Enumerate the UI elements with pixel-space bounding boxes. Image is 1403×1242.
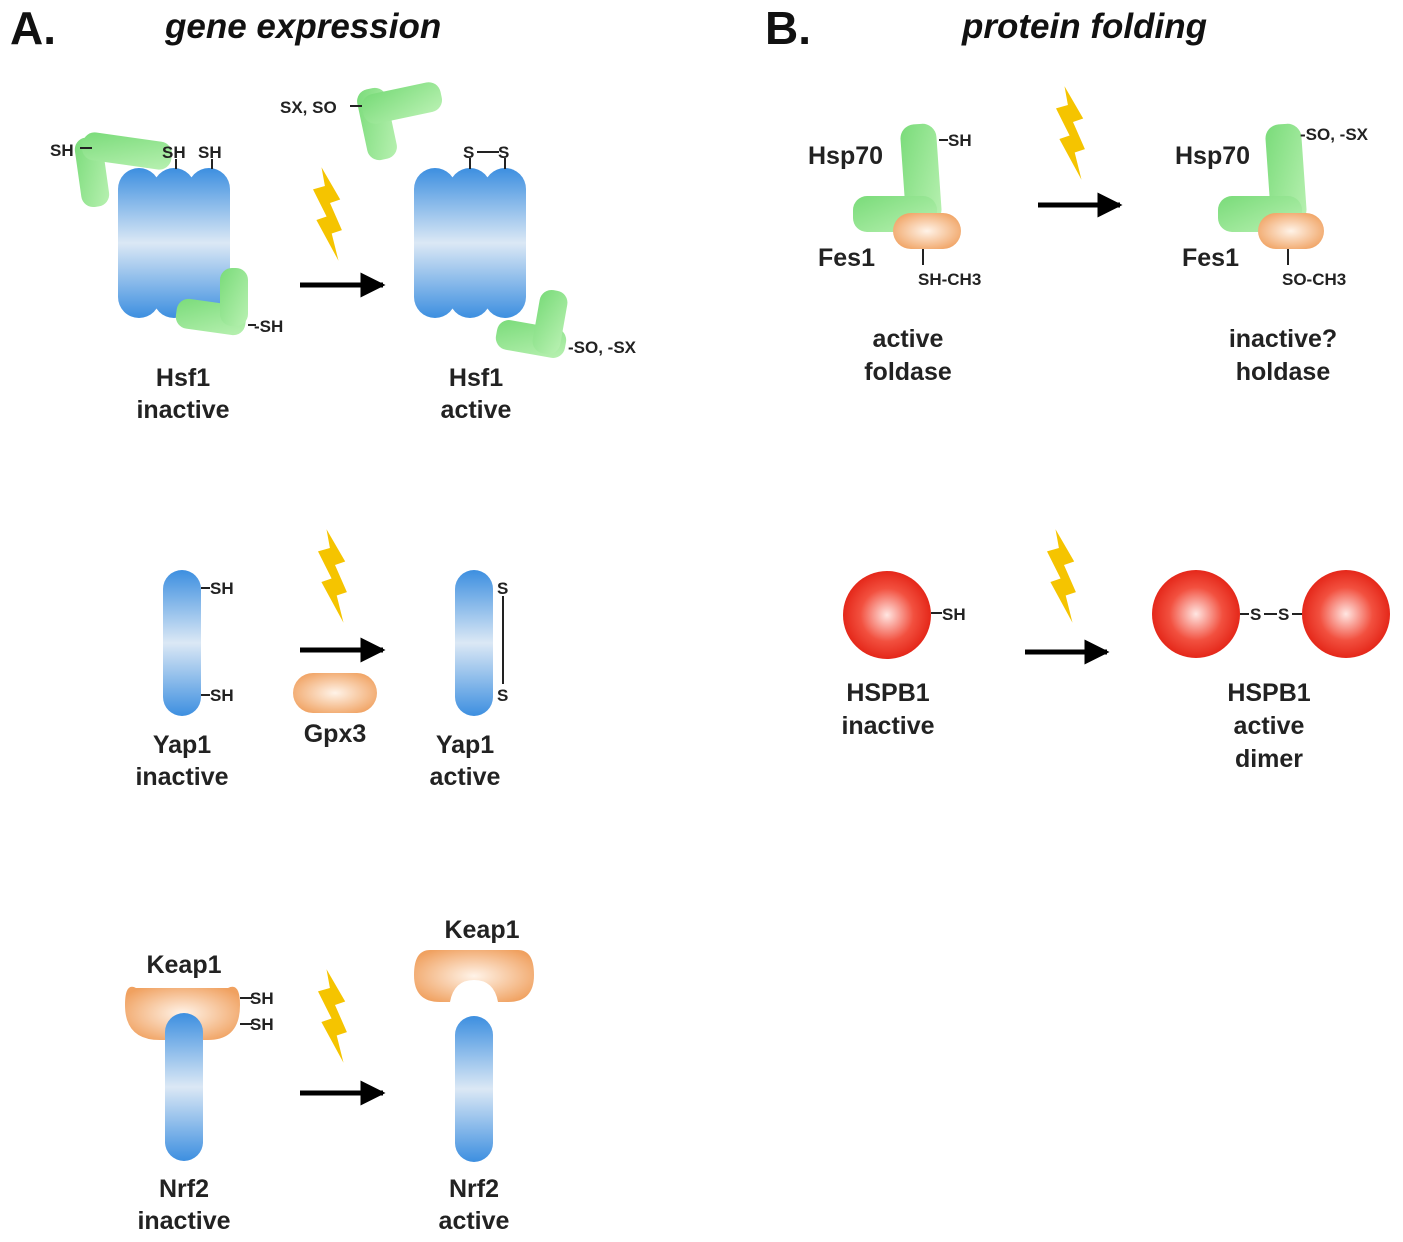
hsf1-active-green-top-h — [361, 82, 443, 124]
yap1-active-name: Yap1 — [436, 731, 494, 759]
hsf1-helix-1 — [118, 168, 160, 318]
yap1-inactive-state: inactive — [135, 763, 228, 791]
hsf1-inactive-name: Hsf1 — [156, 364, 210, 392]
hspb1-sh: SH — [942, 605, 966, 624]
hspb1-active-extra: dimer — [1235, 745, 1303, 773]
hsf1-sh-top1-label: SH — [162, 143, 186, 162]
hsp70-right-line1: inactive? — [1229, 325, 1337, 353]
nrf2-inactive-group: SH SH Keap1 Nrf2 inactive — [125, 951, 274, 1235]
hsf1-active-helix-2 — [449, 168, 491, 318]
lightning-bolt-icon — [1056, 86, 1085, 180]
hspb1-s1: S — [1250, 605, 1261, 624]
hsf1-active-helix-3 — [484, 168, 526, 318]
hspb1-active-group: S S HSPB1 active dimer — [1152, 570, 1390, 773]
hsp70-left-label: Hsp70 — [808, 142, 883, 170]
yap1-sh1: SH — [210, 579, 234, 598]
hsp70-left-line2: foldase — [864, 358, 952, 386]
yap1-sh2: SH — [210, 686, 234, 705]
hsp70-right-ox: -SO, -SX — [1300, 125, 1369, 144]
yap1-active-s2: S — [497, 686, 508, 705]
hsp70-fes1-right-group: -SO, -SX SO-CH3 Hsp70 Fes1 inactive? hol… — [1175, 123, 1369, 386]
hsf1-active-ox-top: SX, SO — [280, 98, 337, 117]
gpx3-enzyme — [293, 673, 377, 713]
hsf1-active-ox-bottom: -SO, -SX — [568, 338, 637, 357]
nrf2-active-helix — [455, 1016, 493, 1162]
yap1-active-group: S S Yap1 active — [430, 570, 508, 791]
gpx3-label: Gpx3 — [304, 720, 367, 748]
hsf1-helix-2 — [153, 168, 195, 318]
yap1-inactive-name: Yap1 — [153, 731, 211, 759]
hspb1-dimer-left — [1152, 570, 1240, 658]
nrf2-inactive-state: inactive — [137, 1207, 230, 1235]
keap1-active-label: Keap1 — [444, 916, 519, 944]
hsf1-active-s2: S — [498, 143, 509, 162]
keap1-sh1: SH — [250, 989, 274, 1008]
fes1-right — [1258, 213, 1324, 249]
hsp70-right-line2: holdase — [1236, 358, 1331, 386]
lightning-bolt-icon — [318, 529, 347, 623]
yap1-inactive-helix — [163, 570, 201, 716]
hsf1-inactive-group: SH SH SH -SH Hsf1 inactive — [50, 132, 283, 424]
hsf1-active-name: Hsf1 — [449, 364, 503, 392]
keap1-sh2: SH — [250, 1015, 274, 1034]
hsf1-sh-top2-label: SH — [198, 143, 222, 162]
hspb1-inactive-group: SH HSPB1 inactive — [841, 571, 966, 740]
fes1-left — [893, 213, 961, 249]
hsf1-active-state: active — [441, 396, 512, 424]
fes1-right-met: SO-CH3 — [1282, 270, 1346, 289]
panel-a-title: gene expression — [164, 7, 441, 46]
fes1-right-label: Fes1 — [1182, 244, 1239, 272]
yap1-inactive-group: SH SH Yap1 inactive — [135, 570, 234, 791]
hspb1-dimer-right — [1302, 570, 1390, 658]
panel-a-letter: A. — [10, 2, 56, 54]
fes1-left-label: Fes1 — [818, 244, 875, 272]
hspb1-active-state: active — [1234, 712, 1305, 740]
hsf1-sh-left-label: SH — [50, 141, 74, 160]
hsp70-left-line1: active — [873, 325, 944, 353]
hsf1-active-s1: S — [463, 143, 474, 162]
hsf1-green-domain-horizontal — [82, 132, 172, 170]
nrf2-inactive-name: Nrf2 — [159, 1175, 209, 1203]
hsf1-active-group: S S SX, SO -SO, -SX Hsf1 active — [280, 82, 637, 424]
hsp70-right-label: Hsp70 — [1175, 142, 1250, 170]
hspb1-active-name: HSPB1 — [1227, 679, 1310, 707]
hspb1-s2: S — [1278, 605, 1289, 624]
nrf2-active-state: active — [439, 1207, 510, 1235]
hsf1-active-green-low-v — [532, 289, 568, 355]
yap1-active-helix — [455, 570, 493, 716]
hspb1-inactive-name: HSPB1 — [846, 679, 929, 707]
hsf1-inactive-state: inactive — [136, 396, 229, 424]
hsp70-fes1-left-group: SH SH-CH3 Hsp70 Fes1 active foldase — [808, 123, 981, 386]
keap1-active — [414, 950, 534, 1002]
panel-b-letter: B. — [765, 2, 811, 54]
hsp70-left-sh: SH — [948, 131, 972, 150]
lightning-bolt-icon — [313, 167, 342, 261]
nrf2-active-group: Keap1 Nrf2 active — [414, 916, 534, 1235]
yap1-active-s1: S — [497, 579, 508, 598]
yap1-active-state: active — [430, 763, 501, 791]
hsf1-helix-3 — [188, 168, 230, 318]
keap1-inactive-label: Keap1 — [146, 951, 221, 979]
nrf2-active-name: Nrf2 — [449, 1175, 499, 1203]
lightning-bolt-icon — [1047, 529, 1076, 623]
hspb1-monomer — [843, 571, 931, 659]
hsf1-green-domain-low-v — [220, 268, 248, 326]
hspb1-inactive-state: inactive — [841, 712, 934, 740]
hsf1-sh-bottom-label: -SH — [254, 317, 283, 336]
nrf2-inactive-helix — [165, 1013, 203, 1161]
lightning-bolt-icon — [318, 969, 347, 1063]
fes1-left-met: SH-CH3 — [918, 270, 981, 289]
hsf1-active-helix-1 — [414, 168, 456, 318]
panel-b-title: protein folding — [961, 7, 1207, 46]
